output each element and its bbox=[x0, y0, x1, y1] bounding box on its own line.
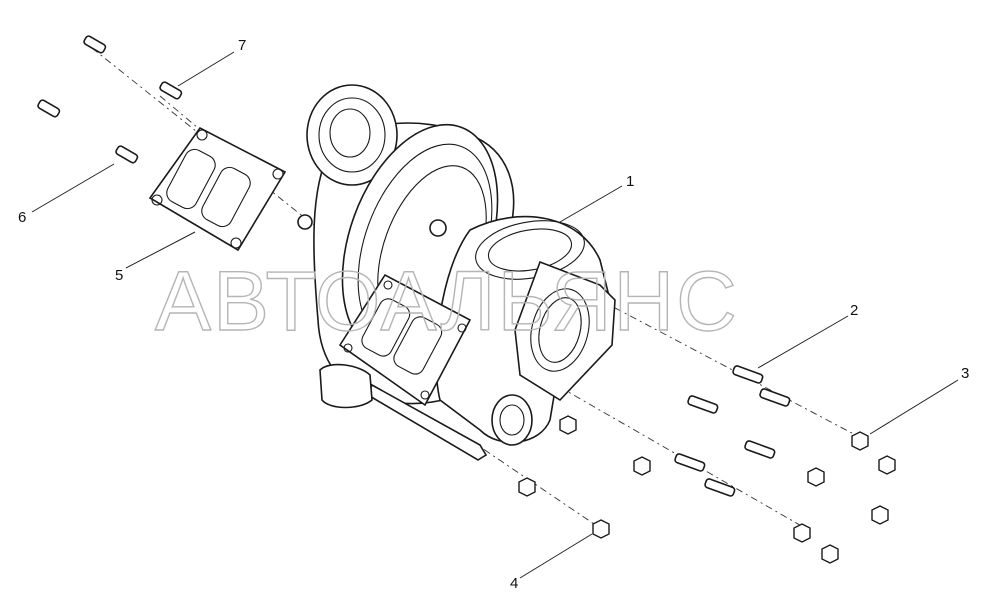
studs bbox=[37, 35, 791, 497]
callout-labels: 1 2 3 4 5 6 7 bbox=[18, 37, 969, 592]
callout-3: 3 bbox=[961, 365, 969, 382]
callout-5: 5 bbox=[115, 267, 123, 284]
callout-4: 4 bbox=[510, 575, 518, 592]
callout-7: 7 bbox=[238, 37, 246, 54]
leader-lines bbox=[31, 51, 959, 579]
gasket bbox=[148, 126, 287, 252]
callout-2: 2 bbox=[850, 302, 858, 319]
callout-1: 1 bbox=[626, 173, 634, 190]
compressor-outlet bbox=[306, 84, 398, 186]
turbine-inlet-flange bbox=[338, 273, 472, 407]
callout-6: 6 bbox=[18, 209, 26, 226]
nuts bbox=[518, 415, 896, 564]
watermark: АВТОАЛЬЯНС bbox=[155, 254, 739, 348]
wastegate-port bbox=[491, 394, 533, 446]
